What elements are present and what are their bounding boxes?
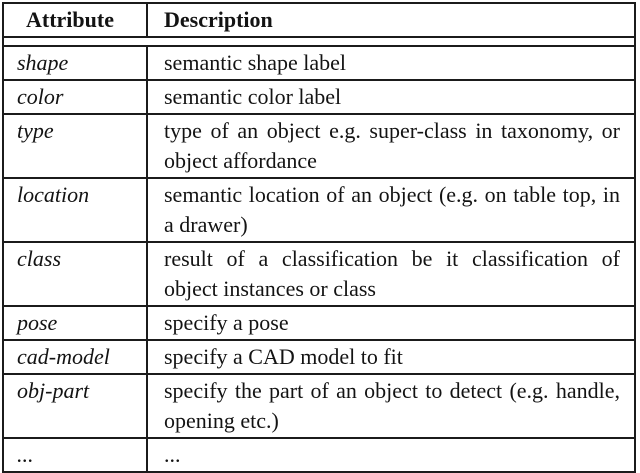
table-row: location semantic location of an object … — [4, 177, 634, 241]
description-cell: result of a classification be it classif… — [164, 246, 620, 301]
table-row: ... ... — [4, 437, 634, 471]
column-header-description: Description — [164, 7, 273, 32]
table-row: class result of a classification be it c… — [4, 241, 634, 305]
table-row: pose specify a pose — [4, 305, 634, 339]
attribute-cell: pose — [4, 307, 148, 339]
description-cell: specify a CAD model to fit — [164, 344, 403, 369]
table-body: shape semantic shape label color semanti… — [4, 47, 634, 471]
description-cell: specify the part of an object to detect … — [164, 378, 620, 433]
attribute-cell: type — [4, 115, 148, 177]
description-cell: type of an object e.g. super-class in ta… — [164, 118, 620, 173]
attribute-cell: obj-part — [4, 375, 148, 437]
header-double-rule-gap — [4, 38, 634, 47]
description-cell: semantic location of an object (e.g. on … — [164, 182, 620, 237]
description-cell: specify a pose — [164, 310, 289, 335]
table-row: cad-model specify a CAD model to fit — [4, 339, 634, 373]
table-row: type type of an object e.g. super-class … — [4, 113, 634, 177]
column-header-attribute: Attribute — [4, 4, 148, 36]
table-row: color semantic color label — [4, 79, 634, 113]
table-row: shape semantic shape label — [4, 47, 634, 79]
description-cell: semantic shape label — [164, 50, 347, 75]
table-header-row: Attribute Description — [4, 4, 634, 38]
attribute-cell: shape — [4, 47, 148, 79]
attribute-cell: class — [4, 243, 148, 305]
attribute-cell: location — [4, 179, 148, 241]
attribute-cell: color — [4, 81, 148, 113]
description-cell: ... — [164, 442, 181, 467]
description-cell: semantic color label — [164, 84, 342, 109]
attribute-cell: cad-model — [4, 341, 148, 373]
table-row: obj-part specify the part of an object t… — [4, 373, 634, 437]
attribute-cell: ... — [4, 439, 148, 471]
